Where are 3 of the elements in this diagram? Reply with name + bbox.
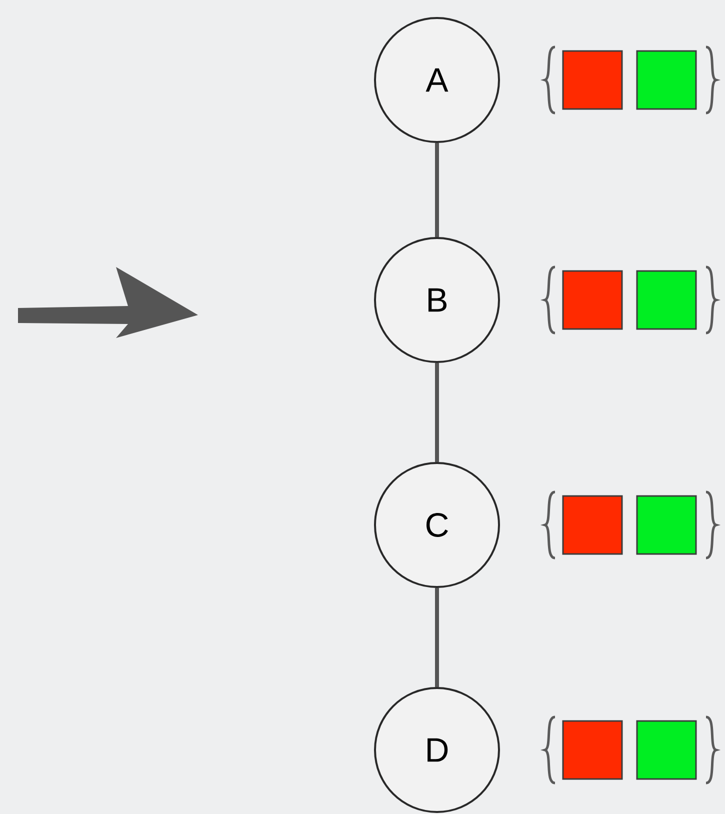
connector-line <box>435 143 439 237</box>
connector-line <box>435 363 439 462</box>
connector-line <box>435 588 439 687</box>
